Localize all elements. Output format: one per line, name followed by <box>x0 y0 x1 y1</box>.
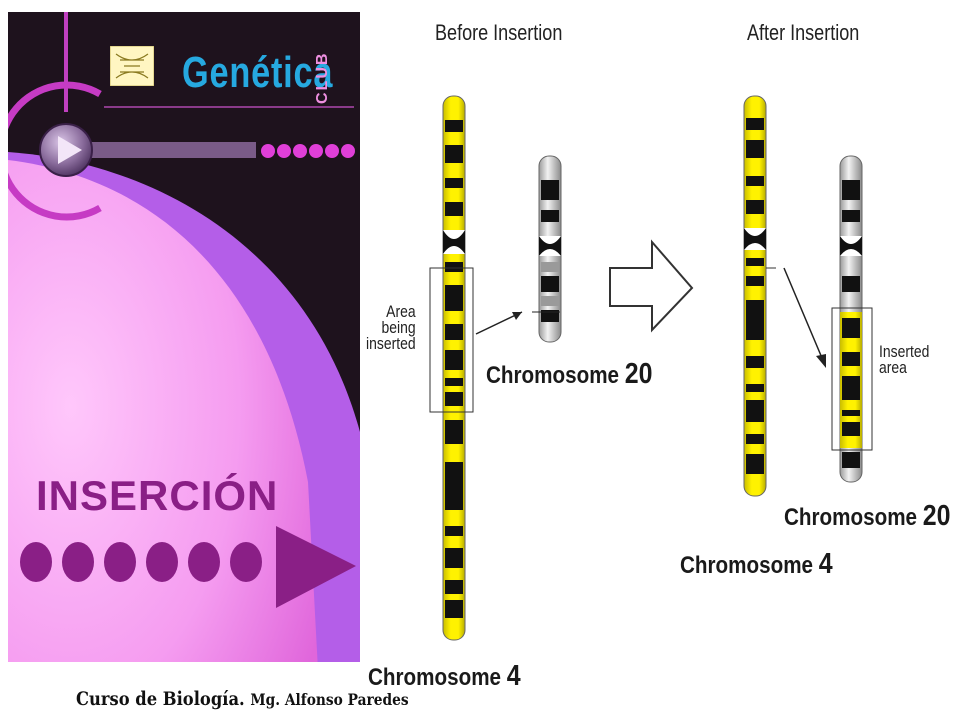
before-insertion-label: Before Insertion <box>435 20 563 45</box>
chromosome-20-after <box>831 155 873 483</box>
chromosome-number: 4 <box>818 548 833 580</box>
chromosome-20-before <box>538 155 562 343</box>
inserted-area-label: Inserted area <box>879 342 930 377</box>
area-label-line: being <box>381 318 416 337</box>
course-author: Mg. Alfonso Paredes <box>250 690 409 709</box>
inserted-label-line: area <box>879 358 907 377</box>
inserted-label-line: Inserted <box>879 342 930 361</box>
chromosome-word: Chromosome <box>680 552 814 579</box>
after-insertion-label: After Insertion <box>747 20 860 45</box>
chromosome-number: 20 <box>624 358 653 390</box>
brand-subtitle: CLUB <box>314 51 331 104</box>
chromosome-4-after-label: Chromosome 4 <box>680 548 833 581</box>
chromosome-4-before <box>429 95 474 641</box>
brand-title: Genética <box>182 48 334 97</box>
chromosome-20-after-label: Chromosome 20 <box>784 500 951 533</box>
area-label-line: inserted <box>366 334 416 353</box>
small-dots-row <box>261 144 355 158</box>
area-being-inserted-label: Area being inserted <box>366 302 416 353</box>
chromosome-4-after <box>743 95 776 497</box>
inserted-pointer <box>783 267 823 359</box>
chromosome-word: Chromosome <box>486 362 620 389</box>
title-panel: Genética CLUB INSERCIÓN Curso de Biologí… <box>8 12 409 710</box>
area-label-line: Area <box>386 302 416 321</box>
diagram-graphics <box>429 95 873 641</box>
course-credit: Curso de Biología. Mg. Alfonso Paredes <box>76 688 409 710</box>
play-button-icon <box>39 123 93 177</box>
arrow-right-icon <box>609 239 694 333</box>
slide-title: INSERCIÓN <box>36 472 279 519</box>
insertion-diagram: Before Insertion After Insertion Area be… <box>360 0 960 720</box>
chromosome-word: Chromosome <box>368 664 502 691</box>
triangle-right-icon <box>276 526 356 608</box>
footer-strip <box>8 662 360 708</box>
chromosome-4-before-label: Chromosome 4 <box>368 660 521 693</box>
chromosome-number: 4 <box>506 660 521 692</box>
chromosome-word: Chromosome <box>784 504 918 531</box>
chromosome-number: 20 <box>922 500 951 532</box>
course-name: Curso de Biología. <box>76 688 245 710</box>
chromosome-20-before-label: Chromosome 20 <box>486 358 653 391</box>
dna-thumbnail-icon <box>110 46 154 86</box>
decorative-dots-row <box>20 526 356 608</box>
